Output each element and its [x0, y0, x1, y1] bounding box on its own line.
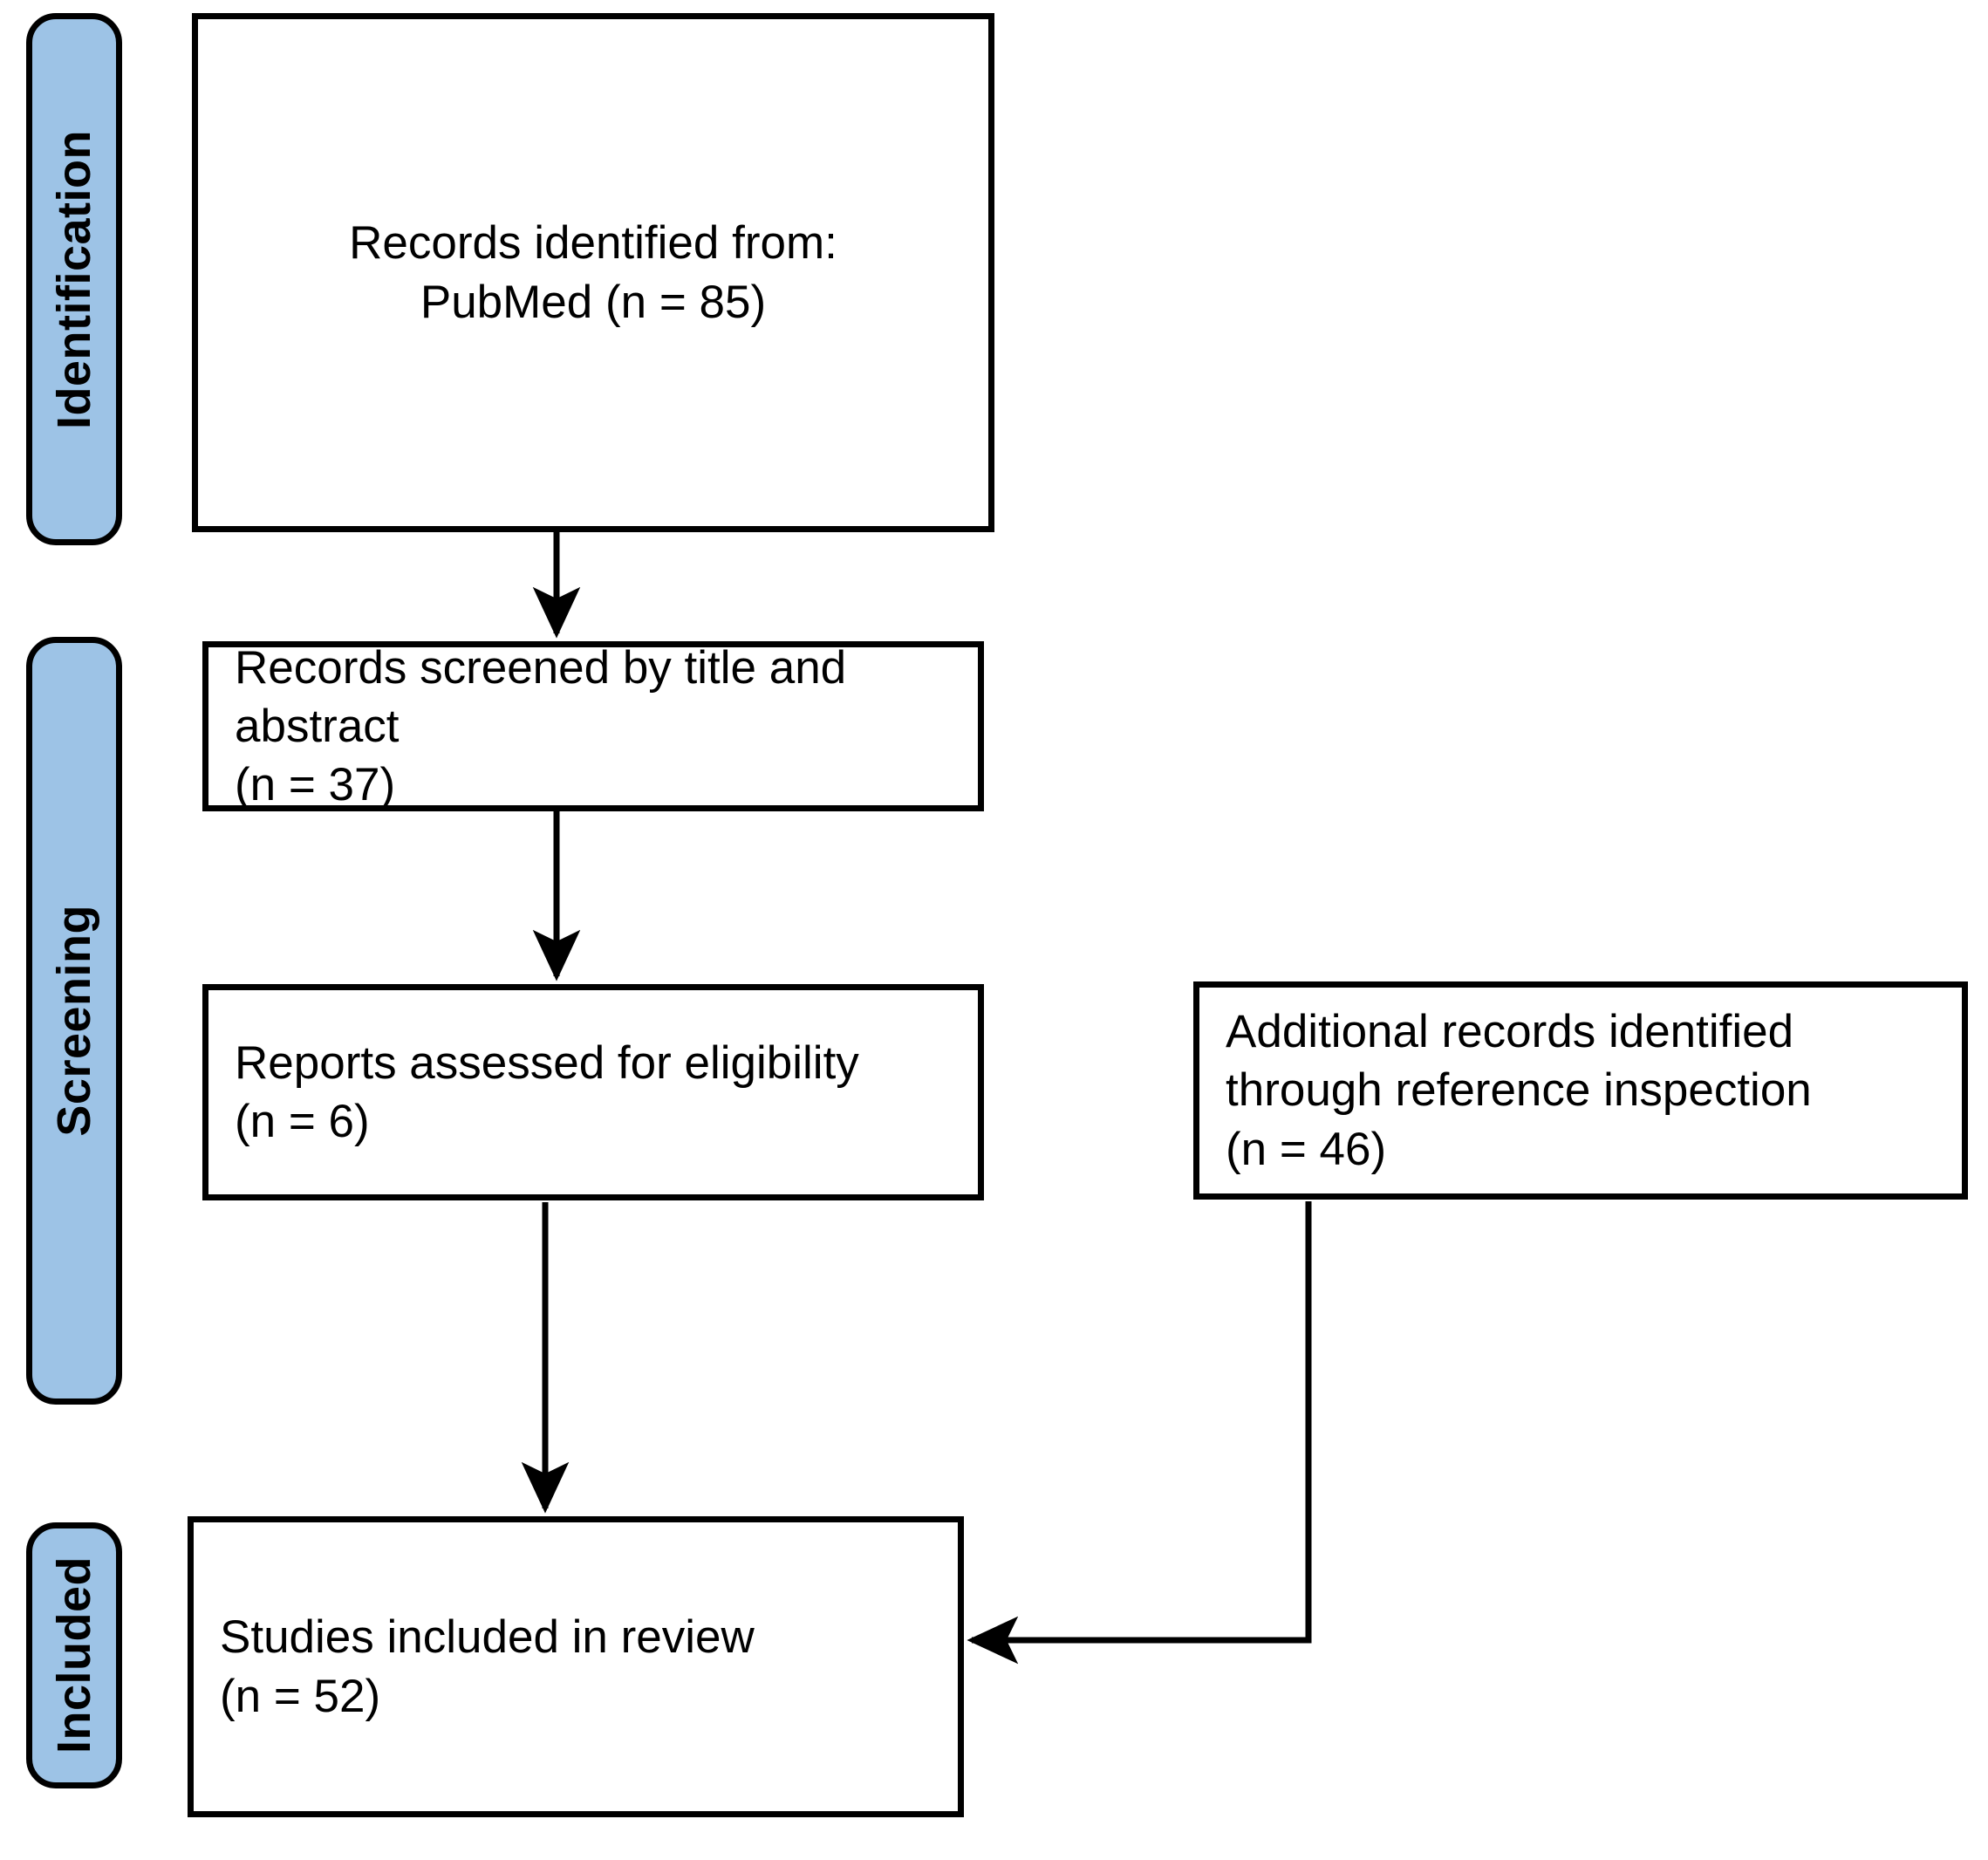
- stage-screening-label: Screening: [48, 905, 100, 1137]
- stage-identification: Identification: [26, 13, 122, 545]
- node-records-identified: Records identified from: PubMed (n = 85): [192, 13, 994, 532]
- stage-included: Included: [26, 1522, 122, 1788]
- node-studies-included: Studies included in review (n = 52): [188, 1516, 964, 1817]
- node-records-screened-text: Records screened by title and abstract (…: [235, 641, 847, 811]
- node-studies-included-text: Studies included in review (n = 52): [220, 1611, 755, 1722]
- stage-identification-label: Identification: [48, 129, 100, 429]
- node-records-identified-text: Records identified from: PubMed (n = 85): [349, 217, 837, 328]
- node-additional-records: Additional records identified through re…: [1193, 981, 1968, 1200]
- edge-additional-to-included: [967, 1201, 1312, 1665]
- stage-included-label: Included: [48, 1556, 100, 1754]
- stage-screening: Screening: [26, 637, 122, 1405]
- node-records-screened: Records screened by title and abstract (…: [202, 641, 984, 811]
- node-reports-assessed-text: Reports assessed for eligibility (n = 6): [235, 1036, 859, 1147]
- node-reports-assessed: Reports assessed for eligibility (n = 6): [202, 984, 984, 1200]
- node-additional-records-text: Additional records identified through re…: [1226, 1006, 1812, 1175]
